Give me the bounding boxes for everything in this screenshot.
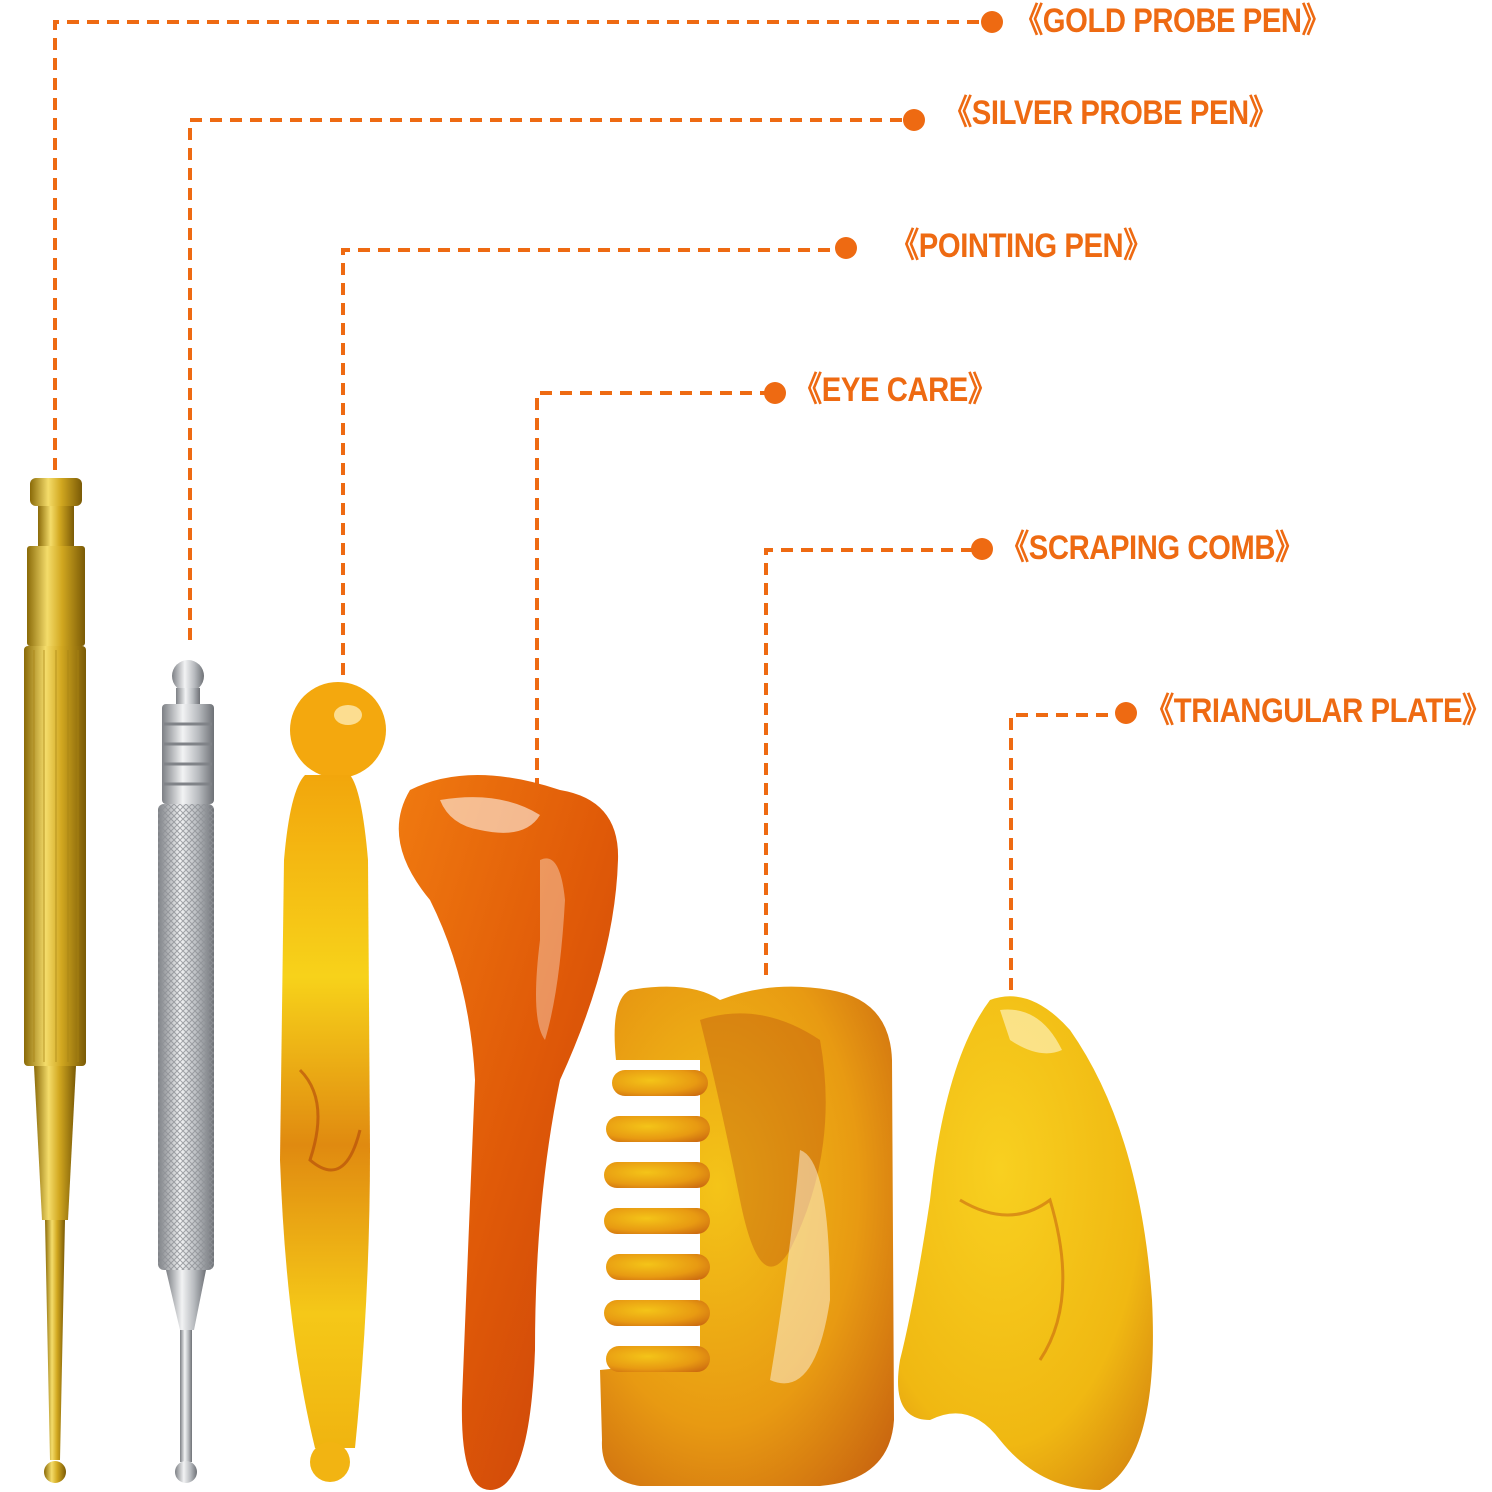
leader-line-pointing-pen xyxy=(341,248,845,675)
leader-line-triangular-plate xyxy=(1009,713,1125,990)
pointing-pen-image xyxy=(280,682,386,1482)
eye-care-image xyxy=(398,775,619,1490)
leader-dots xyxy=(764,11,1137,724)
dot-gold-probe-pen xyxy=(981,11,1003,33)
label-triangular-plate: 《TRIANGULAR PLATE》 xyxy=(1145,692,1491,730)
leader-line-gold-probe-pen xyxy=(53,20,990,470)
scraping-comb-image xyxy=(600,986,894,1486)
gold-probe-pen-image xyxy=(24,478,86,1483)
label-scraping-comb: 《SCRAPING COMB》 xyxy=(1000,529,1304,567)
triangular-plate-image xyxy=(898,996,1153,1490)
dot-pointing-pen xyxy=(835,237,857,259)
label-gold-probe-pen: 《GOLD PROBE PEN》 xyxy=(1014,2,1331,40)
dot-scraping-comb xyxy=(971,538,993,560)
leader-lines xyxy=(53,20,1125,990)
dot-silver-probe-pen xyxy=(903,109,925,131)
leader-line-eye-care xyxy=(535,391,773,790)
label-eye-care: 《EYE CARE》 xyxy=(793,371,997,409)
leader-line-scraping-comb xyxy=(764,548,980,975)
dot-eye-care xyxy=(764,382,786,404)
dot-triangular-plate xyxy=(1115,702,1137,724)
leader-line-silver-probe-pen xyxy=(188,118,913,640)
label-silver-probe-pen: 《SILVER PROBE PEN》 xyxy=(943,94,1278,132)
label-pointing-pen: 《POINTING PEN》 xyxy=(890,227,1153,265)
silver-probe-pen-image xyxy=(158,660,214,1483)
